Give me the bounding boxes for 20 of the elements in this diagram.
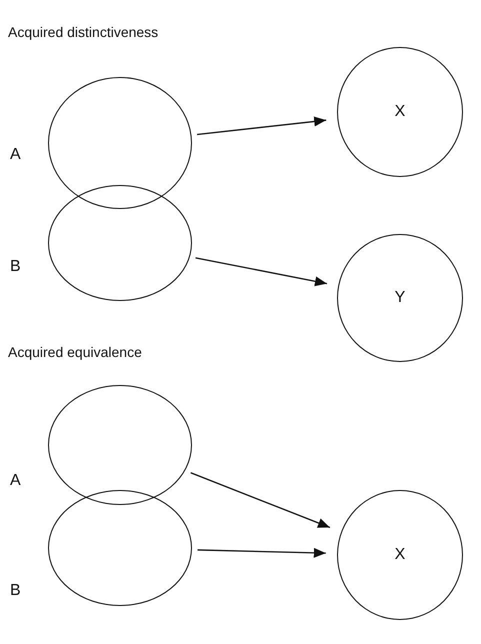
circle-label: B [10, 258, 21, 276]
circle [48, 385, 192, 505]
circle [337, 47, 463, 177]
arrow [197, 116, 326, 136]
node-label: Y [394, 289, 406, 307]
section-heading: Acquired distinctiveness [8, 24, 158, 40]
arrow [195, 257, 328, 286]
arrow [190, 472, 330, 528]
circle-label: A [10, 472, 21, 490]
node-label: X [394, 546, 406, 564]
circle [337, 490, 463, 620]
circle [337, 234, 463, 362]
circle [48, 490, 192, 606]
circle-label: A [10, 146, 21, 164]
circle [48, 185, 192, 301]
arrow [198, 548, 326, 558]
section-heading: Acquired equivalence [8, 344, 142, 360]
circle-label: B [10, 582, 21, 600]
node-label: X [394, 103, 406, 121]
circle [48, 77, 192, 209]
